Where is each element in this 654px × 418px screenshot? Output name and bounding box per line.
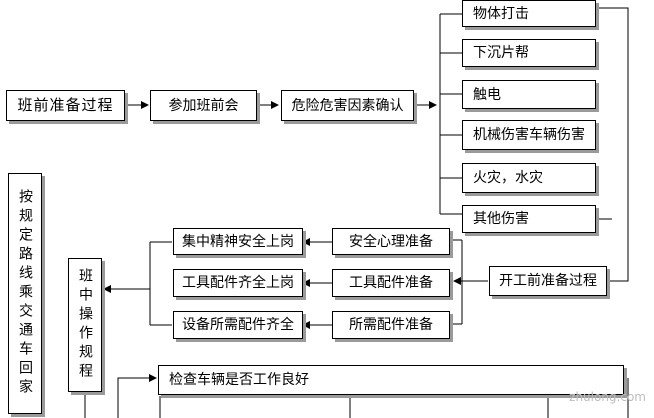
prep-right-box: 安全心理准备 bbox=[332, 228, 450, 255]
prep-left-box: 工具配件齐全上岗 bbox=[173, 269, 303, 297]
pre-work-prep-box: 开工前准备过程 bbox=[489, 266, 607, 296]
hazard-item: 触电 bbox=[462, 80, 596, 109]
bottom-arrow-to-check bbox=[117, 374, 157, 418]
prep-left-box: 设备所需配件齐全 bbox=[173, 311, 303, 339]
right-down-line bbox=[601, 7, 629, 285]
prep-right-box: 工具配件准备 bbox=[332, 269, 450, 297]
shift-operation-label: 班中操作规程 bbox=[77, 268, 93, 382]
hazard-item: 火灾，水灾 bbox=[462, 163, 596, 193]
check-vehicle-box: 检查车辆是否工作良好 bbox=[158, 365, 624, 395]
hazard-item: 物体打击 bbox=[462, 0, 596, 27]
watermark: zhulong.com bbox=[569, 390, 646, 404]
hazard-item: 其他伤害 bbox=[462, 205, 596, 233]
pre-shift-prep-box: 班前准备过程 bbox=[6, 90, 125, 121]
hazard-item: 机械伤害车辆伤害 bbox=[462, 120, 596, 150]
shift-operation-box: 班中操作规程 bbox=[68, 258, 102, 392]
prep-left-box: 集中精神安全上岗 bbox=[173, 228, 303, 255]
hazard-item: 下沉片帮 bbox=[462, 39, 596, 67]
pre-shift-meeting-box: 参加班前会 bbox=[150, 90, 257, 121]
prep-right-box: 所需配件准备 bbox=[332, 311, 450, 339]
return-home-label: 按规定路线乘交通车回家 bbox=[17, 189, 33, 398]
return-home-box: 按规定路线乘交通车回家 bbox=[8, 173, 42, 414]
hazard-confirm-box: 危险危害因素确认 bbox=[281, 90, 414, 121]
